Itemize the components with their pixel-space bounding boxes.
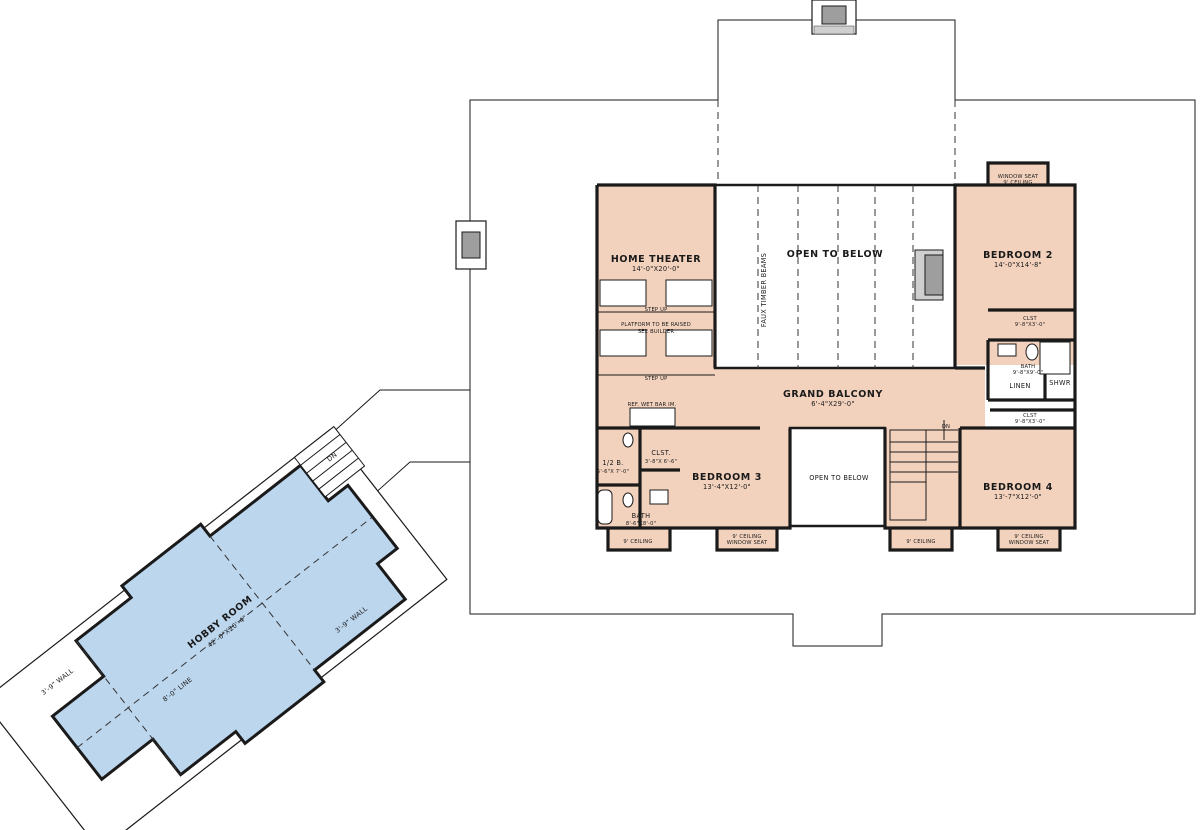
bath2-name: BATH xyxy=(1021,364,1036,370)
chimney-left xyxy=(455,220,487,270)
linen-label: LINEN xyxy=(1009,382,1030,390)
clst-small-dims: 3'-8"X 6'-6" xyxy=(645,459,677,465)
home-theater-dims: 14'-0"X20'-0" xyxy=(632,265,680,273)
half-bath-dims: 5'-6"X 7'-0" xyxy=(597,469,629,475)
shower-label: SHWR xyxy=(1049,379,1071,387)
clst-bed4-name: CLST xyxy=(1023,413,1037,419)
bedroom3-name: BEDROOM 3 xyxy=(692,472,762,483)
labels: HOME THEATER 14'-0"X20'-0" STEP UP PLATF… xyxy=(597,174,1071,546)
clst-bed4-dims: 9'-8"X3'-0" xyxy=(1015,419,1045,425)
bedroom3-ceiling: 9' CEILING xyxy=(732,534,761,540)
bedroom3-window-seat: WINDOW SEAT xyxy=(727,540,768,546)
clst-bed2-name: CLST xyxy=(1023,316,1037,322)
open-to-below-mid-label: OPEN TO BELOW xyxy=(809,474,869,482)
open-to-below-top-label: OPEN TO BELOW xyxy=(787,249,883,260)
fixtures xyxy=(597,341,1071,525)
bedroom2-ceiling: 9' CEILING xyxy=(1003,180,1032,186)
home-theater-name: HOME THEATER xyxy=(611,254,701,265)
hobby-wing: HOBBY ROOM 42'-0"X20'-4" 8'-0" LINE DN 3… xyxy=(0,425,448,830)
bedroom4-window-seat: WINDOW SEAT xyxy=(1009,540,1050,546)
roof-outline xyxy=(299,0,1196,647)
grand-balcony-name: GRAND BALCONY xyxy=(783,389,883,400)
bath3-name: BATH xyxy=(632,512,651,520)
bath2-dims: 9'-8"X9'-0" xyxy=(1013,370,1043,376)
clst-bed2-dims: 9'-8"X3'-0" xyxy=(1015,322,1045,328)
grand-balcony-dims: 6'-4"X29'-0" xyxy=(811,400,855,408)
bedroom2-dims: 14'-0"X14'-8" xyxy=(994,261,1042,269)
step-up-2: STEP UP xyxy=(645,376,668,382)
main-stairs xyxy=(889,420,958,521)
bedroom4-dims: 13'-7"X12'-0" xyxy=(994,493,1042,501)
bath3-dims: 8'-6"X8'-0" xyxy=(626,521,656,527)
clst-small-name: CLST. xyxy=(651,449,670,457)
step-up-1: STEP UP xyxy=(645,307,668,313)
bedroom4-ceiling: 9' CEILING xyxy=(1014,534,1043,540)
hobby-stairs xyxy=(293,425,366,498)
platform-note: PLATFORM TO BE RAISED xyxy=(621,322,691,328)
bedroom2-name: BEDROOM 2 xyxy=(983,250,1053,261)
dn-main: DN xyxy=(942,424,950,430)
open-to-below-top xyxy=(713,183,957,370)
open-to-below-mid xyxy=(788,426,887,528)
chimney-top xyxy=(811,0,857,35)
bedroom3-dims: 13'-4"X12'-0" xyxy=(703,483,751,491)
bath-bay-ceiling: 9' CEILING xyxy=(623,539,652,545)
faux-timber-beams-label: FAUX TIMBER BEAMS xyxy=(760,253,768,327)
bedroom2-window-seat: WINDOW SEAT xyxy=(998,174,1039,180)
walls xyxy=(595,161,1077,552)
bedroom4-name: BEDROOM 4 xyxy=(983,482,1053,493)
wet-bar-note: REF. WET BAR IM. xyxy=(628,402,677,408)
see-builder-note: SEE BUILDER xyxy=(638,329,675,335)
stair-bay-ceiling: 9' CEILING xyxy=(906,539,935,545)
theater-seating xyxy=(599,279,713,357)
half-bath-name: 1/2 B. xyxy=(602,459,623,467)
